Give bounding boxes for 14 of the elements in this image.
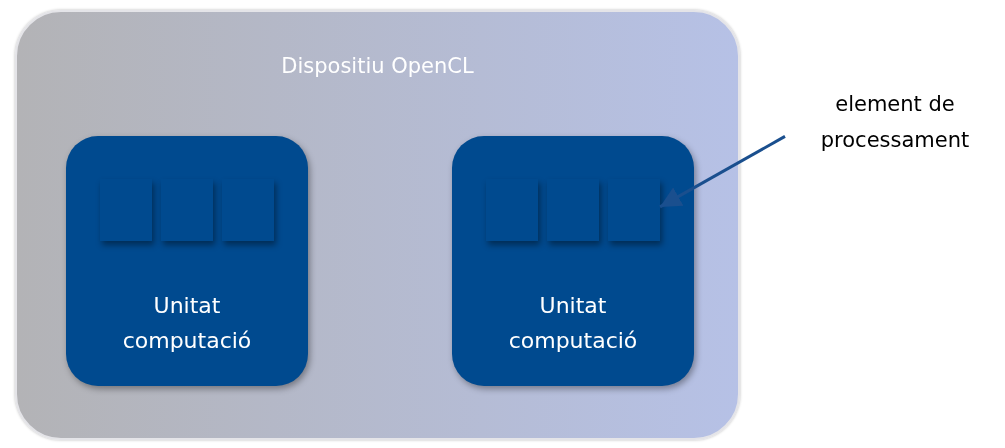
- arrow: [659, 135, 786, 209]
- callout-label: element de processament: [795, 86, 995, 158]
- processing-element-box: [100, 179, 152, 241]
- unit-label: Unitat computació: [507, 292, 639, 355]
- processing-element-box: [161, 179, 213, 241]
- compute-unit-box: [452, 136, 694, 386]
- compute-unit-box: [66, 136, 308, 386]
- processing-element-box: [222, 179, 274, 241]
- unit-label: Unitat computació: [121, 292, 253, 355]
- processing-element-box: [547, 179, 599, 241]
- processing-element-box: [486, 179, 538, 241]
- device-container: [15, 10, 740, 440]
- container-title: Dispositiu OpenCL: [280, 54, 475, 78]
- processing-element-box: [608, 179, 660, 241]
